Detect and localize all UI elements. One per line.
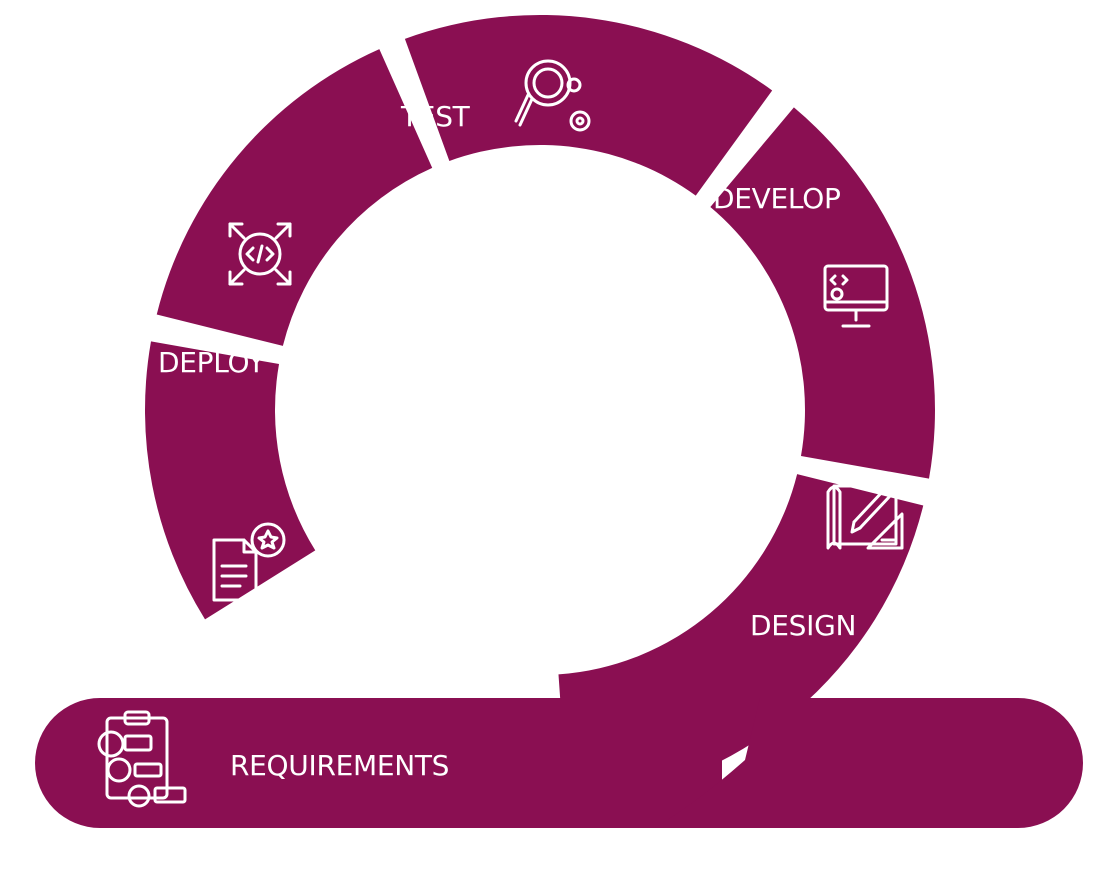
- develop-label: DEVELOP: [713, 182, 841, 215]
- document-star-icon: [212, 522, 286, 602]
- monitor-code-icon: [823, 264, 889, 328]
- code-expand-icon: [228, 222, 292, 286]
- segment-test: [404, 14, 773, 196]
- stage-test: TEST: [400, 59, 591, 133]
- stage-design: DESIGN: [750, 484, 904, 642]
- test-label: TEST: [400, 100, 471, 133]
- segment-requirements: [35, 698, 722, 828]
- segment-review: [144, 341, 316, 620]
- stage-develop: DEVELOP: [713, 182, 889, 328]
- review-label: REVIEW: [230, 622, 338, 655]
- segment-deploy: [156, 49, 433, 346]
- magnifier-gears-icon: [514, 59, 591, 132]
- ring-segments: [35, 14, 1083, 828]
- clipboard-checklist-icon: [97, 710, 187, 808]
- segment-develop: [710, 107, 935, 479]
- stage-requirements: REQUIREMENTS: [97, 710, 449, 808]
- stage-deploy: DEPLOY: [158, 222, 292, 379]
- design-label: DESIGN: [750, 609, 856, 642]
- segment-requirements-end: [655, 698, 1083, 828]
- blueprint-pencil-ruler-icon: [826, 484, 904, 550]
- requirements-label: REQUIREMENTS: [230, 749, 449, 782]
- deploy-label: DEPLOY: [158, 346, 266, 379]
- stage-review: REVIEW: [212, 522, 338, 655]
